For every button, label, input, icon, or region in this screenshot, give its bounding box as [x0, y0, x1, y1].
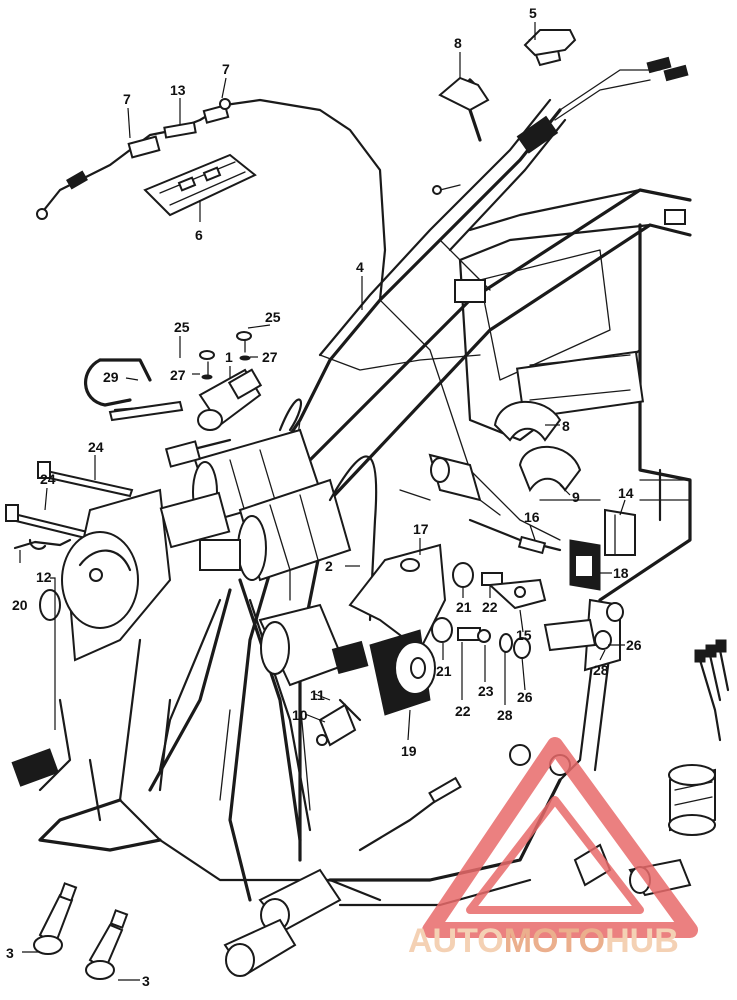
clamp-part-8-upper	[438, 76, 490, 142]
callout-5: 5	[529, 5, 537, 21]
svg-text:AUTOMOTOHUB: AUTOMOTOHUB	[408, 922, 679, 960]
loose-connector-wires	[694, 639, 730, 742]
callout-24-upper: 24	[88, 439, 104, 455]
callout-16: 16	[524, 509, 540, 525]
watermark-text-auto: AUTO	[408, 922, 504, 960]
plug-cap-left	[33, 882, 78, 955]
callout-13: 13	[170, 82, 186, 98]
grommet-part-9	[518, 445, 601, 501]
callout-22-upper: 22	[482, 599, 498, 615]
rubber-mount-parts	[431, 562, 531, 659]
callout-27-left: 27	[170, 367, 186, 383]
callout-6: 6	[195, 227, 203, 243]
starter-switch-part-10-11	[258, 603, 369, 747]
condenser-part-17	[399, 453, 501, 516]
frame-cap-assembly	[223, 868, 342, 977]
callout-labels: 1 2 3 3 4 5 6 7 7 8 8 9 10 11 12 13 14 1…	[6, 5, 642, 989]
callout-7-right: 7	[222, 61, 230, 77]
callout-21-lower: 21	[436, 663, 452, 679]
callout-11: 11	[310, 687, 325, 703]
callout-2: 2	[325, 558, 333, 574]
callout-8-lower: 8	[562, 418, 570, 434]
bulb-socket	[668, 764, 716, 836]
regulator-bracket-part-19	[348, 543, 447, 716]
callout-25-left: 25	[174, 319, 190, 335]
callout-4: 4	[356, 259, 364, 275]
callout-25-right: 25	[265, 309, 281, 325]
callout-26-right: 26	[626, 637, 642, 653]
callout-18: 18	[613, 565, 629, 581]
callout-28-right: 28	[593, 662, 609, 678]
starter-relay-part-1	[197, 331, 263, 431]
cap-part-5	[523, 29, 577, 67]
watermark-text-moto: MOTO	[504, 922, 605, 960]
band-clamp-part-29	[84, 358, 184, 422]
callout-15: 15	[516, 627, 532, 643]
watermark-triangle-icon	[422, 737, 698, 938]
callout-10: 10	[292, 707, 308, 723]
clamp-part-8-lower	[493, 400, 562, 442]
callout-24-lower: 24	[40, 471, 56, 487]
ignition-coil-lower	[199, 478, 352, 582]
callout-1: 1	[225, 349, 233, 365]
wire-part-16	[468, 518, 562, 555]
watermark-text-hub: HUB	[605, 922, 679, 960]
plug-cap-right	[85, 909, 129, 980]
callout-29: 29	[103, 369, 119, 385]
bolt-part-24-upper	[37, 461, 134, 498]
callout-23: 23	[478, 683, 494, 699]
connector-pair	[432, 56, 689, 195]
callout-17: 17	[413, 521, 429, 537]
callout-3-right: 3	[142, 973, 150, 989]
bracket-part-15	[487, 578, 547, 610]
callout-9: 9	[572, 489, 580, 505]
misc-wiring	[11, 438, 462, 852]
callout-3-left: 3	[6, 945, 14, 961]
callout-20: 20	[12, 597, 28, 613]
ignition-coil-upper	[159, 428, 322, 549]
fuse-holder	[143, 153, 257, 217]
battery-cable-assembly	[36, 98, 387, 302]
rectifier-part-14	[604, 508, 636, 556]
callout-19: 19	[401, 743, 417, 759]
horn-part-12	[39, 488, 172, 662]
callout-21-upper: 21	[456, 599, 472, 615]
callout-22-lower: 22	[455, 703, 471, 719]
callout-27-right: 27	[262, 349, 278, 365]
callout-14: 14	[618, 485, 634, 501]
callout-8-upper: 8	[454, 35, 462, 51]
callout-leaders	[19, 22, 626, 981]
clip-part-20	[13, 538, 72, 550]
callout-7-left: 7	[123, 91, 131, 107]
callout-26-center: 26	[517, 689, 533, 705]
high-tension-leads	[148, 398, 378, 842]
callout-12: 12	[36, 569, 52, 585]
automotohub-watermark: AUTOMOTOHUB	[408, 737, 698, 960]
bracket-part-26-28	[543, 598, 624, 672]
regulator-part-18	[569, 539, 601, 591]
callout-28-center: 28	[497, 707, 513, 723]
